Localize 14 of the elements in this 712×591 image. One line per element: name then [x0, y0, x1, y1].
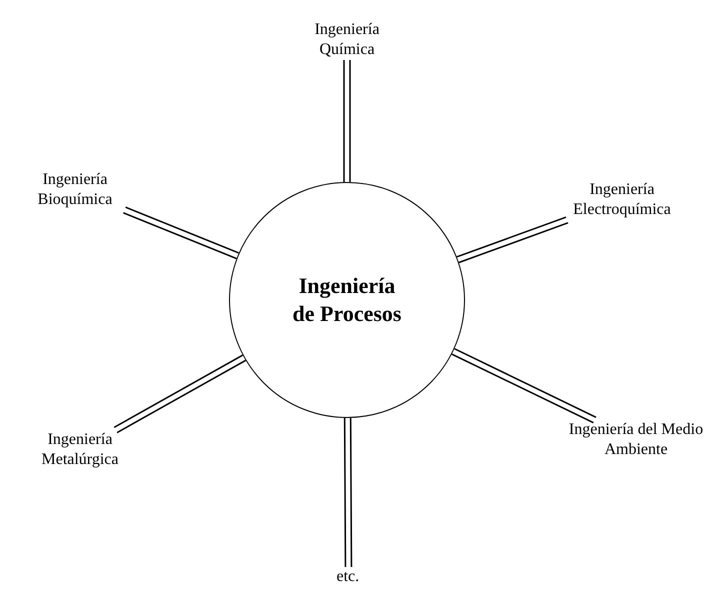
- branch-label: Ingeniería Metalúrgica: [25, 430, 135, 470]
- branch-label: Ingeniería del Medio Ambiente: [568, 420, 704, 460]
- double-line-connector: [452, 348, 596, 424]
- center-title: Ingeniería de Procesos: [292, 272, 402, 328]
- double-line-connector: [344, 417, 352, 568]
- double-line-connector: [343, 59, 351, 183]
- branch-label: Ingeniería Química: [292, 20, 402, 60]
- double-line-connector: [123, 206, 240, 260]
- branch-label: Ingeniería Electroquímica: [552, 180, 692, 220]
- double-line-connector: [113, 354, 246, 434]
- branch-label: Ingeniería Bioquímica: [20, 170, 130, 210]
- branch-label: etc.: [336, 567, 360, 587]
- double-line-connector: [456, 216, 569, 264]
- center-circle: [229, 182, 465, 418]
